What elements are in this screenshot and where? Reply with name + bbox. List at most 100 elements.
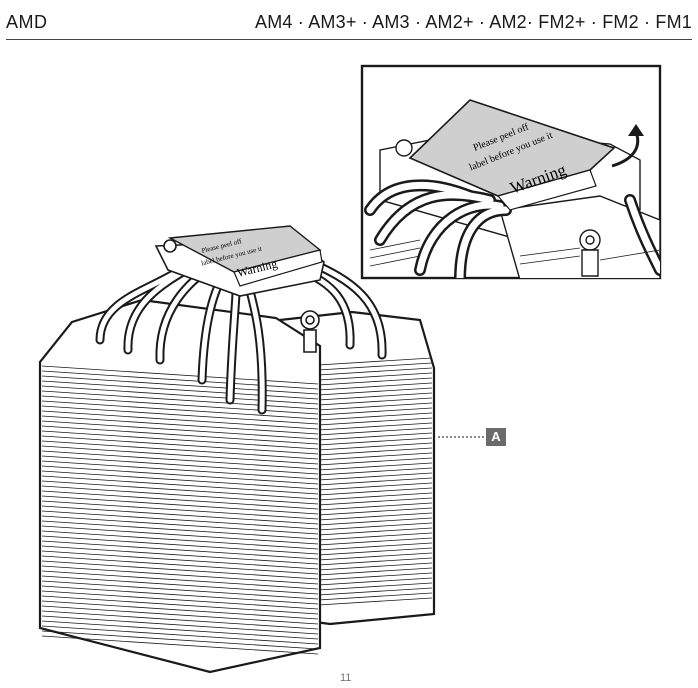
front-fin-stack [38,298,322,674]
fin-line [301,442,433,452]
fin-line [41,500,319,520]
fin-line [301,567,433,577]
fin-line [41,525,319,545]
fin-line [301,402,433,412]
fin-line [41,515,319,535]
fin-line [301,537,433,547]
page-header: AMD AM4 · AM3+ · AM3 · AM2+ · AM2· FM2+ … [6,0,692,40]
fin-line [301,422,433,432]
fin-line [41,385,319,405]
zoom-inset: Please peel off label before you use it … [360,64,662,280]
fin-line [41,495,319,515]
fin-line [301,502,433,512]
fin-line [301,512,433,522]
fin-line [41,370,319,390]
fin-line [41,600,319,620]
fin-line [41,365,319,385]
fin-line [41,620,319,640]
fin-line [41,635,319,655]
fin-line [41,375,319,395]
fin-line [301,387,433,397]
fin-line [41,550,319,570]
header-rule [6,39,692,40]
base-protective-label: Please peel off label before you use it … [167,225,323,287]
fin-line [301,492,433,502]
fin-line [301,582,433,592]
fin-line [301,427,433,437]
fin-line [41,460,319,480]
fin-line [41,415,319,435]
fin-line [41,610,319,630]
fin-line [41,380,319,400]
fin-line [41,390,319,410]
fin-line [41,430,319,450]
fin-line [301,377,433,387]
fin-line [301,357,433,367]
fin-line [301,507,433,517]
fin-line [301,372,433,382]
fin-line [301,557,433,567]
fin-line [41,395,319,415]
fin-line [301,417,433,427]
fin-line [41,575,319,595]
fin-line [301,367,433,377]
fin-line [41,450,319,470]
fin-line [301,482,433,492]
fin-line [301,547,433,557]
fin-line [41,520,319,540]
fin-line [301,517,433,527]
fin-line [41,455,319,475]
fin-line [41,440,319,460]
fin-line [301,572,433,582]
fin-line [41,625,319,645]
fin-line [301,392,433,402]
fin-line [41,445,319,465]
fin-line [301,497,433,507]
fin-line [41,540,319,560]
fin-line [41,530,319,550]
fin-line [41,435,319,455]
fin-line [41,420,319,440]
fin-line [41,580,319,600]
page-number: 11 [340,672,352,684]
fin-line [301,362,433,372]
fin-line [41,470,319,490]
fin-line [41,545,319,565]
fin-line [301,407,433,417]
fin-line [41,480,319,500]
fin-line [41,615,319,635]
socket-list: AM4 · AM3+ · AM3 · AM2+ · AM2· FM2+ · FM… [255,12,692,32]
fin-line [301,487,433,497]
fin-line [41,475,319,495]
peel-arrow-head-icon [628,124,644,136]
fin-line [41,565,319,585]
fin-line [41,560,319,580]
fin-line [301,587,433,597]
fin-line [301,412,433,422]
fin-line [41,590,319,610]
fin-line [301,472,433,482]
fin-line [301,477,433,487]
fin-line [301,452,433,462]
fin-line [301,382,433,392]
fin-line [301,597,433,607]
fin-line [301,432,433,442]
fin-line [41,410,319,430]
fin-line [301,447,433,457]
fin-line [301,532,433,542]
callout-label-a: A [486,428,506,446]
fin-line [41,630,319,650]
fin-line [41,510,319,530]
fin-line [41,585,319,605]
fin-line [41,595,319,615]
fin-line [301,542,433,552]
fin-line [41,485,319,505]
fin-line [41,405,319,425]
fin-line [301,577,433,587]
fin-line [41,425,319,445]
fin-line [301,592,433,602]
fin-line [301,552,433,562]
fin-line [41,535,319,555]
fin-line [301,527,433,537]
